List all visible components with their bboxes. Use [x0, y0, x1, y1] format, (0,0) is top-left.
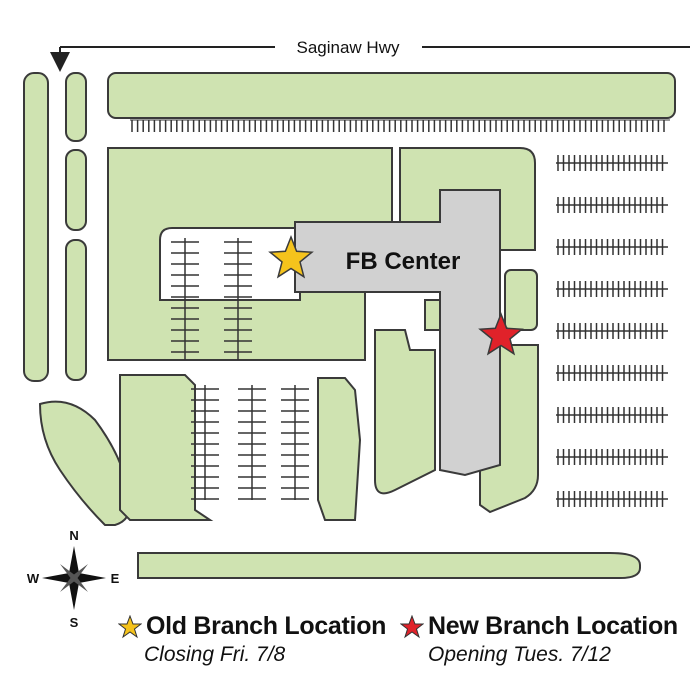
parking-stripes [130, 119, 670, 507]
road-label: Saginaw Hwy [297, 38, 400, 57]
legend-old-subtitle: Closing Fri. 7/8 [144, 643, 286, 666]
old-branch-star [268, 234, 314, 279]
compass-s: S [70, 615, 79, 630]
red-star-icon [400, 614, 424, 638]
legend-new-title: New Branch Location [428, 612, 678, 640]
compass-rose: N S E W [27, 528, 120, 630]
legend-new-subtitle: Opening Tues. 7/12 [428, 643, 611, 666]
compass-e: E [111, 571, 120, 586]
yellow-star-icon [118, 614, 142, 638]
building-label: FB Center [346, 248, 461, 275]
fb-center-building [294, 189, 501, 477]
legend-new-branch: New Branch Location Opening Tues. 7/12 [400, 612, 678, 667]
road-saginaw-hwy: Saginaw Hwy [50, 38, 690, 72]
legend-old-branch: Old Branch Location Closing Fri. 7/8 [118, 612, 386, 667]
legend-old-title: Old Branch Location [146, 612, 387, 640]
compass-w: W [27, 571, 40, 586]
grass-areas [23, 72, 676, 579]
new-branch-star [478, 311, 524, 356]
compass-n: N [69, 528, 78, 543]
